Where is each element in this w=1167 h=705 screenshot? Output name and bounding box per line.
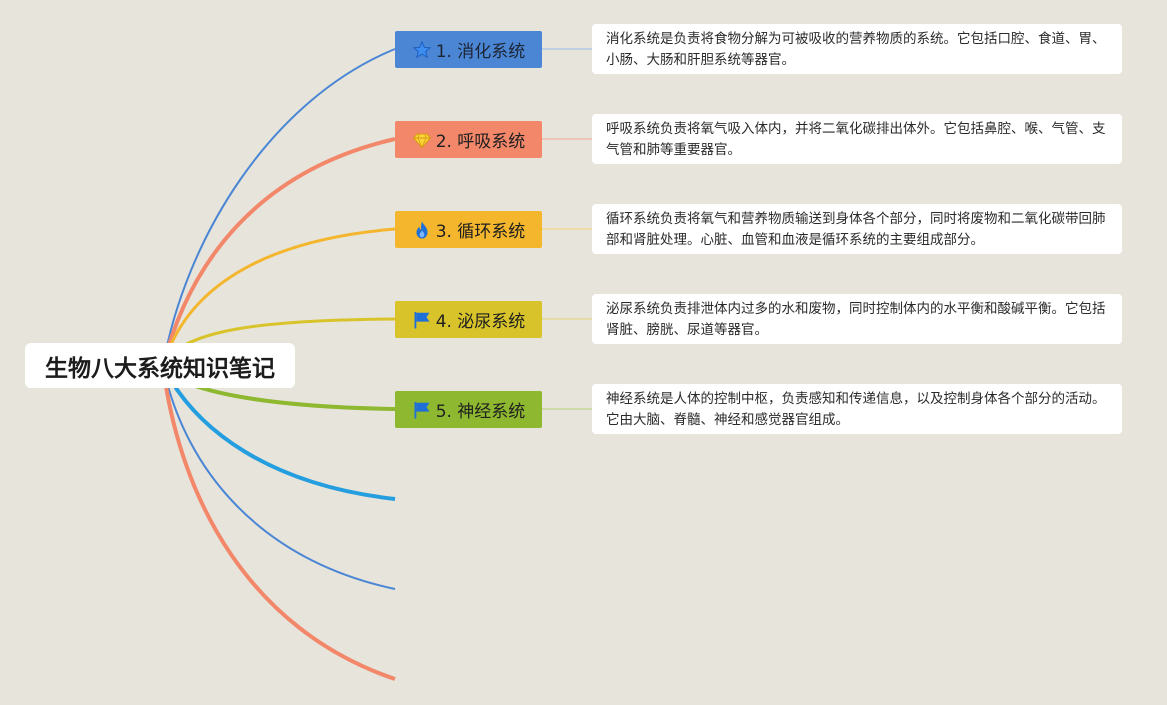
flag-icon bbox=[412, 310, 432, 330]
diamond-icon bbox=[412, 130, 432, 150]
fire-icon bbox=[412, 220, 432, 240]
branch-line-1 bbox=[162, 48, 396, 367]
note-text: 呼吸系统负责将氧气吸入体内，并将二氧化碳排出体外。它包括鼻腔、喉、气管、支气管和… bbox=[606, 121, 1106, 158]
root-topic[interactable]: 生物八大系统知识笔记 bbox=[25, 343, 295, 388]
topic-label: 1. 消化系统 bbox=[435, 42, 526, 62]
branch-line-empty-2 bbox=[162, 365, 396, 590]
topic-digestive-system[interactable]: 1. 消化系统 bbox=[395, 31, 542, 68]
branch-line-empty-3 bbox=[161, 365, 396, 681]
note-urinary-system: 泌尿系统负责排泄体内过多的水和废物，同时控制体内的水平衡和酸碱平衡。它包括肾脏、… bbox=[592, 294, 1122, 344]
branch-line-2 bbox=[161, 137, 396, 367]
topic-label: 5. 神经系统 bbox=[435, 402, 526, 422]
topic-label: 4. 泌尿系统 bbox=[435, 312, 526, 332]
topic-nervous-system[interactable]: 5. 神经系统 bbox=[395, 391, 542, 428]
note-text: 神经系统是人体的控制中枢，负责感知和传递信息，以及控制身体各个部分的活动。它由大… bbox=[606, 391, 1106, 428]
note-circulatory-system: 循环系统负责将氧气和营养物质输送到身体各个部分，同时将废物和二氧化碳带回肺部和肾… bbox=[592, 204, 1122, 254]
note-text: 消化系统是负责将食物分解为可被吸收的营养物质的系统。它包括口腔、食道、胃、小肠、… bbox=[606, 31, 1106, 68]
branch-line-3 bbox=[161, 227, 396, 367]
topic-label: 3. 循环系统 bbox=[435, 222, 526, 242]
flag-icon bbox=[412, 400, 432, 420]
star-icon bbox=[412, 40, 432, 60]
branch-line-empty-1 bbox=[161, 365, 396, 501]
topic-urinary-system[interactable]: 4. 泌尿系统 bbox=[395, 301, 542, 338]
topic-circulatory-system[interactable]: 3. 循环系统 bbox=[395, 211, 542, 248]
note-nervous-system: 神经系统是人体的控制中枢，负责感知和传递信息，以及控制身体各个部分的活动。它由大… bbox=[592, 384, 1122, 434]
note-digestive-system: 消化系统是负责将食物分解为可被吸收的营养物质的系统。它包括口腔、食道、胃、小肠、… bbox=[592, 24, 1122, 74]
topic-label: 2. 呼吸系统 bbox=[435, 132, 526, 152]
note-respiratory-system: 呼吸系统负责将氧气吸入体内，并将二氧化碳排出体外。它包括鼻腔、喉、气管、支气管和… bbox=[592, 114, 1122, 164]
note-text: 泌尿系统负责排泄体内过多的水和废物，同时控制体内的水平衡和酸碱平衡。它包括肾脏、… bbox=[606, 301, 1106, 338]
root-topic-label: 生物八大系统知识笔记 bbox=[45, 355, 275, 382]
note-text: 循环系统负责将氧气和营养物质输送到身体各个部分，同时将废物和二氧化碳带回肺部和肾… bbox=[606, 211, 1106, 248]
topic-respiratory-system[interactable]: 2. 呼吸系统 bbox=[395, 121, 542, 158]
